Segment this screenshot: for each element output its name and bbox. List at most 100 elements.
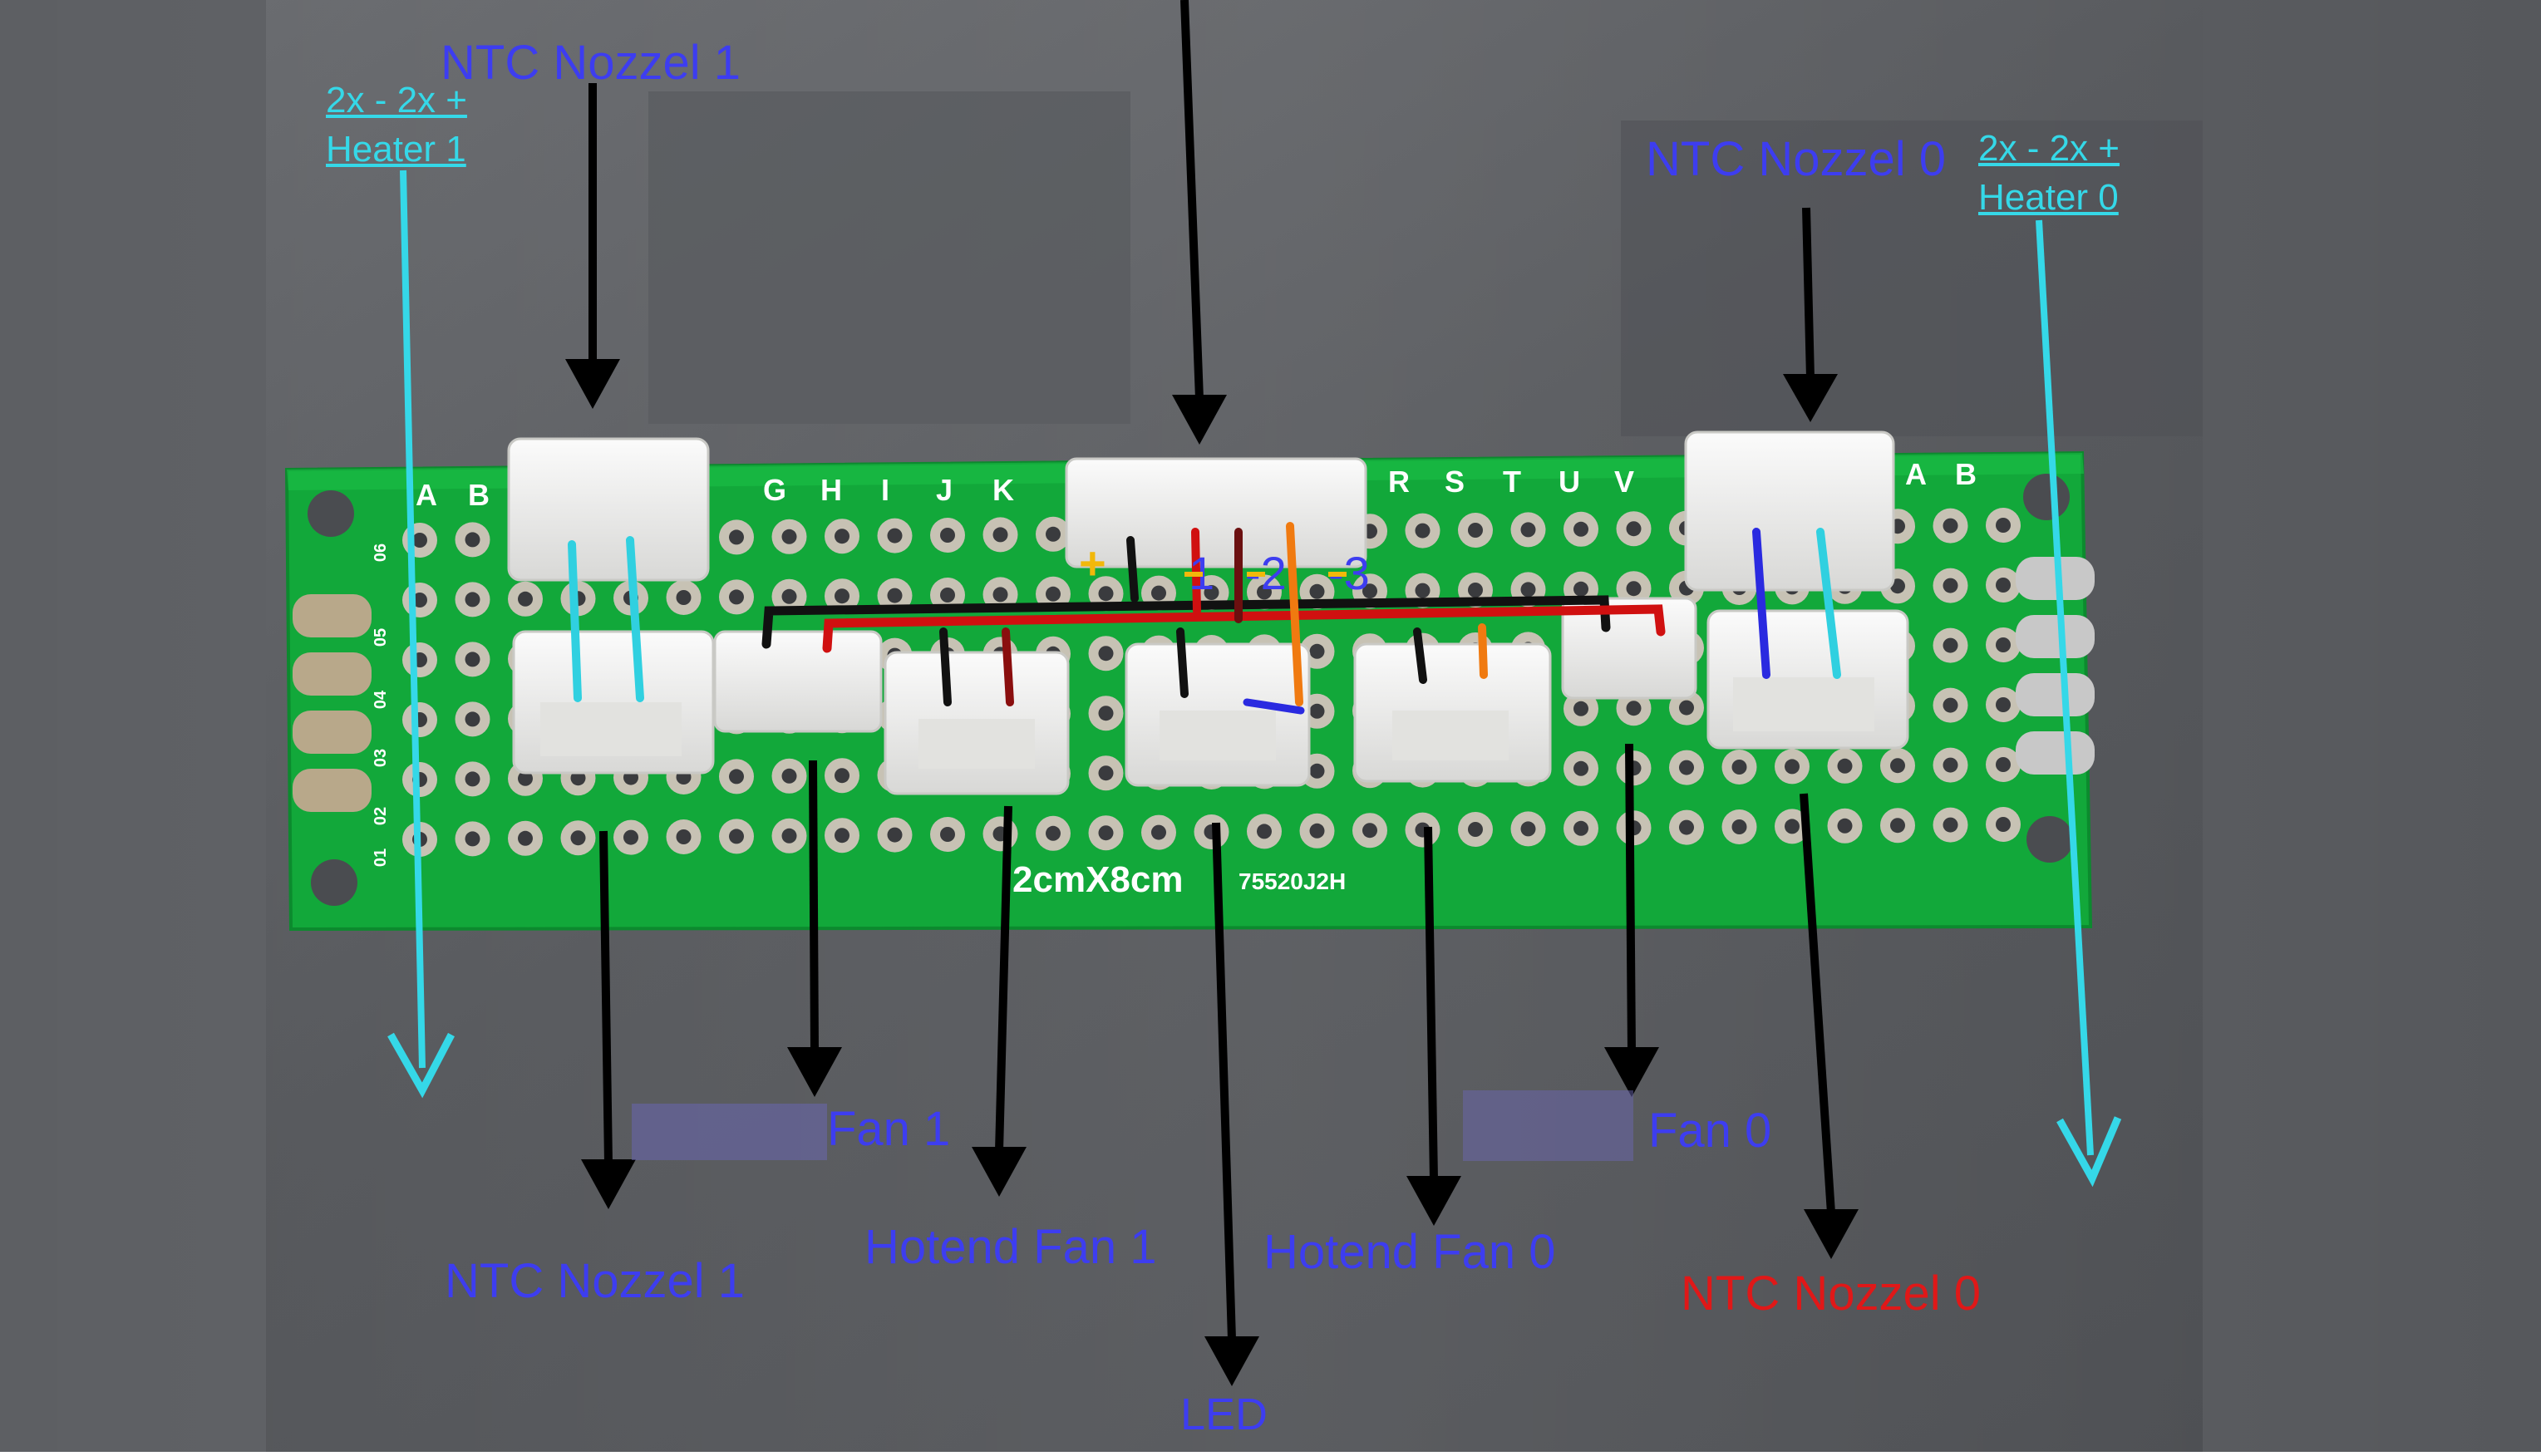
pcb-hole (1257, 824, 1272, 839)
led-pin-minus-marker (1328, 572, 1347, 577)
connector-window (540, 702, 682, 756)
pcb-hole (1573, 521, 1588, 537)
row-number: 01 (372, 848, 391, 868)
pcb-hole (518, 770, 533, 786)
wire-black (1126, 536, 1139, 603)
arrow-to-led-connector (1180, 0, 1204, 400)
column-letter: U (1559, 465, 1580, 499)
column-letter: G (763, 473, 787, 507)
led-connector (1065, 457, 1367, 568)
heater-1-polarity: 2x - 2x + (326, 80, 467, 121)
heater-0-polarity: 2x - 2x + (1978, 128, 2120, 169)
arrows (387, 0, 2122, 1386)
pcb-hole (1573, 820, 1588, 836)
hotend-fan-0-label: Hotend Fan 0 (1263, 1225, 1556, 1279)
pcb-hole (1573, 701, 1588, 716)
edge-pad (293, 652, 372, 696)
pcb-hole (1785, 759, 1800, 775)
wire-orange (1286, 522, 1303, 706)
ntc-nozzel-1-bottom-label: NTC Nozzel 1 (445, 1254, 745, 1308)
wire-red-bus (822, 604, 1666, 653)
pcb-hole (1731, 760, 1747, 775)
arrowhead (1172, 395, 1227, 445)
pcb-hole (1309, 643, 1325, 659)
pcb-hole (1520, 821, 1536, 837)
arrow-fan-1 (809, 760, 819, 1052)
edge-pad (2016, 615, 2095, 658)
pcb-hole (1890, 818, 1905, 834)
pcb-hole (940, 827, 955, 842)
row-number: 06 (372, 543, 391, 563)
edge-pad (2016, 731, 2095, 775)
led-pin-plus: + (1079, 537, 1106, 589)
pcb-hole (887, 827, 903, 843)
pcb-hole (465, 771, 480, 787)
pcb-hole (465, 592, 480, 607)
wire-cyan (626, 536, 644, 702)
wire-black (1176, 627, 1189, 698)
edge-pad (2016, 557, 2095, 600)
mount-hole (2026, 816, 2073, 863)
column-letter: H (820, 473, 842, 507)
pcb-hole (623, 829, 638, 845)
pcb-hole (1996, 817, 2011, 832)
arrowhead (387, 1032, 455, 1099)
mount-hole (308, 490, 354, 537)
column-letter: T (1503, 465, 1521, 499)
pcb-hole (518, 591, 533, 607)
pcb-hole (1151, 585, 1166, 601)
led-pin-minus-marker (1247, 572, 1265, 577)
pcb-hole (1309, 823, 1325, 839)
pcb-hole (1943, 518, 1958, 534)
pcb-hole (1468, 583, 1483, 598)
fan-0-label: Fan 0 (1648, 1104, 1772, 1158)
edge-pad (293, 711, 372, 754)
edge-pad (2016, 673, 2095, 716)
pcb-hole (1362, 823, 1377, 839)
row-number: 05 (372, 627, 391, 647)
pcb-hole (729, 529, 744, 545)
column-letter: A (416, 478, 437, 512)
arrow-heater-1 (400, 170, 426, 1069)
arrow-hotend-fan-1 (995, 805, 1012, 1152)
pcb-hole (1679, 819, 1694, 835)
ntc-nozzel-0-connector (1684, 430, 1895, 592)
pcb-hole (1943, 817, 1958, 833)
pcb-hole (992, 527, 1008, 543)
wire-cyan (568, 540, 582, 702)
wire-orange (1478, 623, 1488, 679)
hotend-fan-1-label: Hotend Fan 1 (864, 1220, 1157, 1274)
wire-black (939, 627, 952, 706)
pcb-hole (1996, 637, 2011, 652)
pcb-hole (1362, 583, 1377, 599)
arrowhead (1204, 1336, 1259, 1386)
arrow-heater-0 (2036, 219, 2094, 1156)
pcb-hole (1257, 584, 1272, 600)
pcb-hole (1943, 578, 1958, 593)
column-letter: I (881, 473, 890, 507)
pcb-hole (940, 588, 955, 603)
column-letter: V (1614, 465, 1635, 499)
pcb-hole (412, 533, 427, 548)
arrow-ntc-nozzel-1-bottom (599, 830, 613, 1164)
connector-window (1160, 711, 1276, 760)
column-letter: R (1388, 465, 1410, 499)
arrow-led (1212, 822, 1236, 1340)
column-letter: K (992, 473, 1014, 507)
edited-patch (648, 91, 1130, 424)
pcb-hole (729, 589, 744, 605)
pcb-hole (781, 588, 797, 604)
arrowhead (565, 359, 620, 409)
board-code-silkscreen: 75520J2H (1238, 868, 1347, 894)
arrowhead (1783, 374, 1838, 422)
pcb-hole (1573, 581, 1588, 597)
heater-1-name: Heater 1 (326, 128, 466, 170)
connector-window (918, 719, 1035, 769)
pcb-hole (1996, 697, 2011, 712)
pcb-hole (1309, 763, 1325, 779)
heater-0-label: 2x - 2x + Heater 0 (1978, 125, 2120, 222)
heater-0-name: Heater 0 (1978, 176, 2119, 218)
pcb-hole (465, 711, 480, 727)
